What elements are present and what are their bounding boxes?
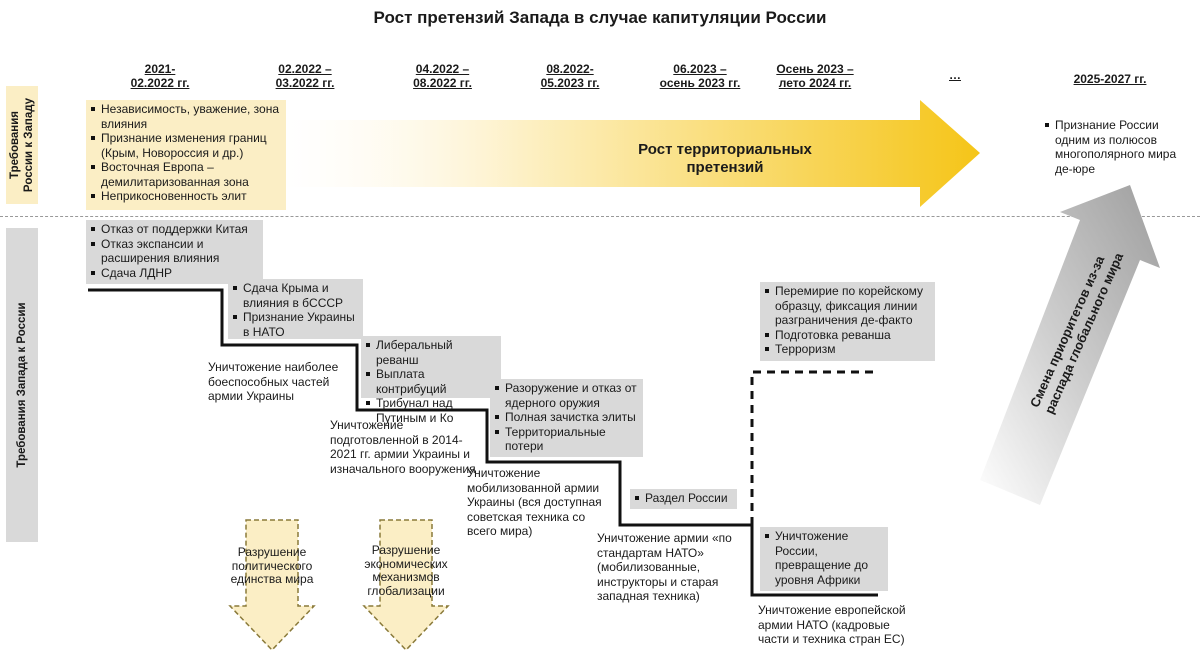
down-arrow-political bbox=[228, 519, 316, 652]
period-line1: 06.2023 – bbox=[673, 62, 727, 76]
period-header-5: 06.2023 – осень 2023 гг. bbox=[640, 62, 760, 90]
west-demand-item: Либеральный реванш bbox=[365, 338, 497, 367]
priority-shift-arrow bbox=[980, 185, 1160, 505]
period-line1: 08.2022- bbox=[546, 62, 594, 76]
period-line2: 05.2023 гг. bbox=[540, 76, 600, 90]
russia-demand-item: Восточная Европа – демилитаризованная зо… bbox=[90, 160, 282, 189]
section-divider bbox=[0, 216, 1200, 217]
russia-demand-item: Неприкосновенность элит bbox=[90, 189, 282, 204]
west-demand-item: Территориальные потери bbox=[494, 425, 639, 454]
caption-step2: Уничтожение подготовленной в 2014-2021 г… bbox=[330, 418, 476, 476]
west-demand-item: Уничтожение России, превращение до уровн… bbox=[764, 529, 884, 587]
caption-step5: Уничтожение европейской армии НАТО (кадр… bbox=[758, 603, 906, 646]
territorial-claims-label: Рост территориальных претензий bbox=[638, 141, 812, 176]
final-demand-box: Признание России одним из полюсов многоп… bbox=[1040, 116, 1190, 178]
west-demand-item: Трибунал над Путиным и Ко bbox=[365, 396, 497, 425]
period-header-7: … bbox=[935, 68, 975, 82]
period-header-2: 02.2022 – 03.2022 гг. bbox=[250, 62, 360, 90]
side-label-west: Требования Запада к России bbox=[6, 228, 38, 542]
west-demand-item: Подготовка реванша bbox=[764, 328, 931, 343]
period-line2: лето 2024 гг. bbox=[778, 76, 852, 90]
final-demand-item: Признание России одним из полюсов многоп… bbox=[1044, 118, 1186, 176]
period-line2: 08.2022 гг. bbox=[413, 76, 472, 90]
period-header-6: Осень 2023 – лето 2024 гг. bbox=[760, 62, 870, 90]
page-title: Рост претензий Запада в случае капитуляц… bbox=[373, 8, 827, 27]
period-line1: 2025-2027 гг. bbox=[1073, 72, 1147, 86]
west-demands-step4: Разоружение и отказ от ядерного оружия П… bbox=[490, 379, 643, 457]
period-line1: 02.2022 – bbox=[278, 62, 332, 76]
russia-demand-item: Независимость, уважение, зона влияния bbox=[90, 102, 282, 131]
west-demand-item: Отказ экспансии и расширения влияния bbox=[90, 237, 259, 266]
west-demands-step6-upper: Перемирие по корейскому образцу, фиксаци… bbox=[760, 282, 935, 361]
west-demand-item: Отказ от поддержки Китая bbox=[90, 222, 259, 237]
west-demand-item: Признание Украины в НАТО bbox=[232, 310, 359, 339]
west-demand-item: Перемирие по корейскому образцу, фиксаци… bbox=[764, 284, 931, 328]
period-line1: … bbox=[949, 68, 961, 82]
west-demands-step6-lower: Уничтожение России, превращение до уровн… bbox=[760, 527, 888, 591]
west-demand-item: Сдача ЛДНР bbox=[90, 266, 259, 281]
west-demands-step1: Отказ от поддержки Китая Отказ экспансии… bbox=[86, 220, 263, 284]
west-demand-item: Сдача Крыма и влияния в бСССР bbox=[232, 281, 359, 310]
west-demands-step3: Либеральный реванш Выплата контрибуций Т… bbox=[361, 336, 501, 425]
west-demand-item: Разоружение и отказ от ядерного оружия bbox=[494, 381, 639, 410]
down-arrow-economic bbox=[362, 519, 450, 652]
period-header-3: 04.2022 – 08.2022 гг. bbox=[385, 62, 500, 90]
period-line1: 2021- bbox=[144, 62, 176, 76]
west-demand-item: Полная зачистка элиты bbox=[494, 410, 639, 425]
territorial-claims-arrow bbox=[280, 100, 980, 207]
west-demands-step2: Сдача Крыма и влияния в бСССР Признание … bbox=[228, 279, 363, 339]
west-demand-item: Терроризм bbox=[764, 342, 931, 357]
period-header-8: 2025-2027 гг. bbox=[1055, 72, 1165, 86]
period-line2: 03.2022 гг. bbox=[275, 76, 335, 90]
period-line1: Осень 2023 – bbox=[776, 62, 854, 76]
caption-step1: Уничтожение наиболее боеспособных частей… bbox=[208, 360, 339, 403]
russia-demands-box: Независимость, уважение, зона влияния Пр… bbox=[86, 100, 286, 210]
side-label-russia: Требования России к Западу bbox=[6, 86, 38, 204]
period-header-4: 08.2022- 05.2023 гг. bbox=[515, 62, 625, 90]
period-line1: 04.2022 – bbox=[415, 62, 470, 76]
caption-step3: Уничтожение мобилизованной армии Украины… bbox=[467, 466, 602, 538]
caption-step4: Уничтожение армии «по стандартам НАТО» (… bbox=[597, 531, 732, 603]
period-line2: 02.2022 гг. bbox=[130, 76, 190, 90]
west-demand-item: Раздел России bbox=[634, 491, 733, 506]
period-header-1: 2021- 02.2022 гг. bbox=[110, 62, 210, 90]
period-line2: осень 2023 гг. bbox=[659, 76, 741, 90]
west-demands-step5: Раздел России bbox=[630, 489, 737, 509]
down-arrow-political-label: Разрушение политического единства мира bbox=[230, 545, 314, 586]
russia-demand-item: Признание изменения границ (Крым, Новоро… bbox=[90, 131, 282, 160]
west-demand-item: Выплата контрибуций bbox=[365, 367, 497, 396]
down-arrow-economic-label: Разрушение экономических механизмов глоб… bbox=[364, 543, 448, 598]
